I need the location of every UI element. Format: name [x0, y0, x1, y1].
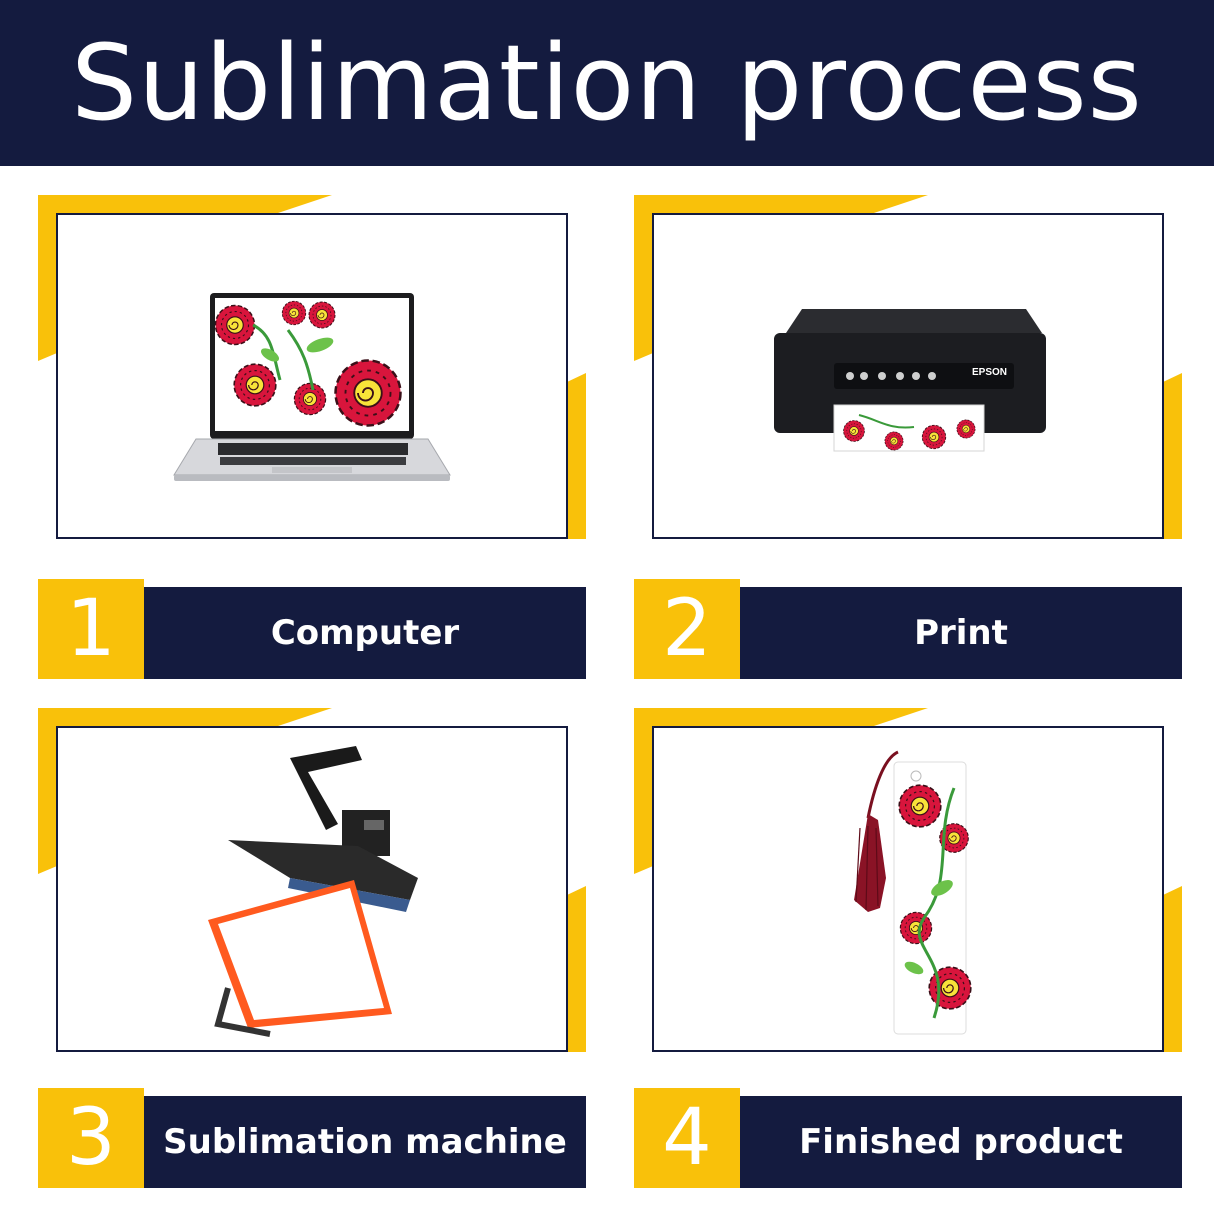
step-3-image-frame — [56, 726, 568, 1052]
printer-brand: EPSON — [972, 367, 1007, 378]
step-number: 4 — [634, 1088, 740, 1188]
step-1-image-frame — [56, 213, 568, 539]
step-title: Sublimation machine — [144, 1096, 586, 1188]
step-4-panel — [634, 708, 1182, 1052]
page-title: Sublimation process — [71, 22, 1143, 144]
step-2-label: 2 Print — [634, 579, 1182, 679]
step-2-image-frame: EPSON — [652, 213, 1164, 539]
step-2-panel: EPSON — [634, 195, 1182, 539]
step-4-image-frame — [652, 726, 1164, 1052]
bookmark-icon — [854, 750, 972, 1035]
step-1-panel — [38, 195, 586, 539]
header-banner: Sublimation process — [0, 0, 1214, 166]
printer-icon: EPSON — [774, 309, 1046, 452]
step-3-label: 3 Sublimation machine — [38, 1088, 586, 1188]
step-1-label: 1 Computer — [38, 579, 586, 679]
step-title: Computer — [144, 587, 586, 679]
step-number: 1 — [38, 579, 144, 679]
step-4-label: 4 Finished product — [634, 1088, 1182, 1188]
laptop-icon — [173, 293, 451, 481]
step-title: Finished product — [740, 1096, 1182, 1188]
step-title: Print — [740, 587, 1182, 679]
heat-press-icon — [208, 746, 418, 1037]
step-number: 3 — [38, 1088, 144, 1188]
step-3-panel — [38, 708, 586, 1052]
step-number: 2 — [634, 579, 740, 679]
